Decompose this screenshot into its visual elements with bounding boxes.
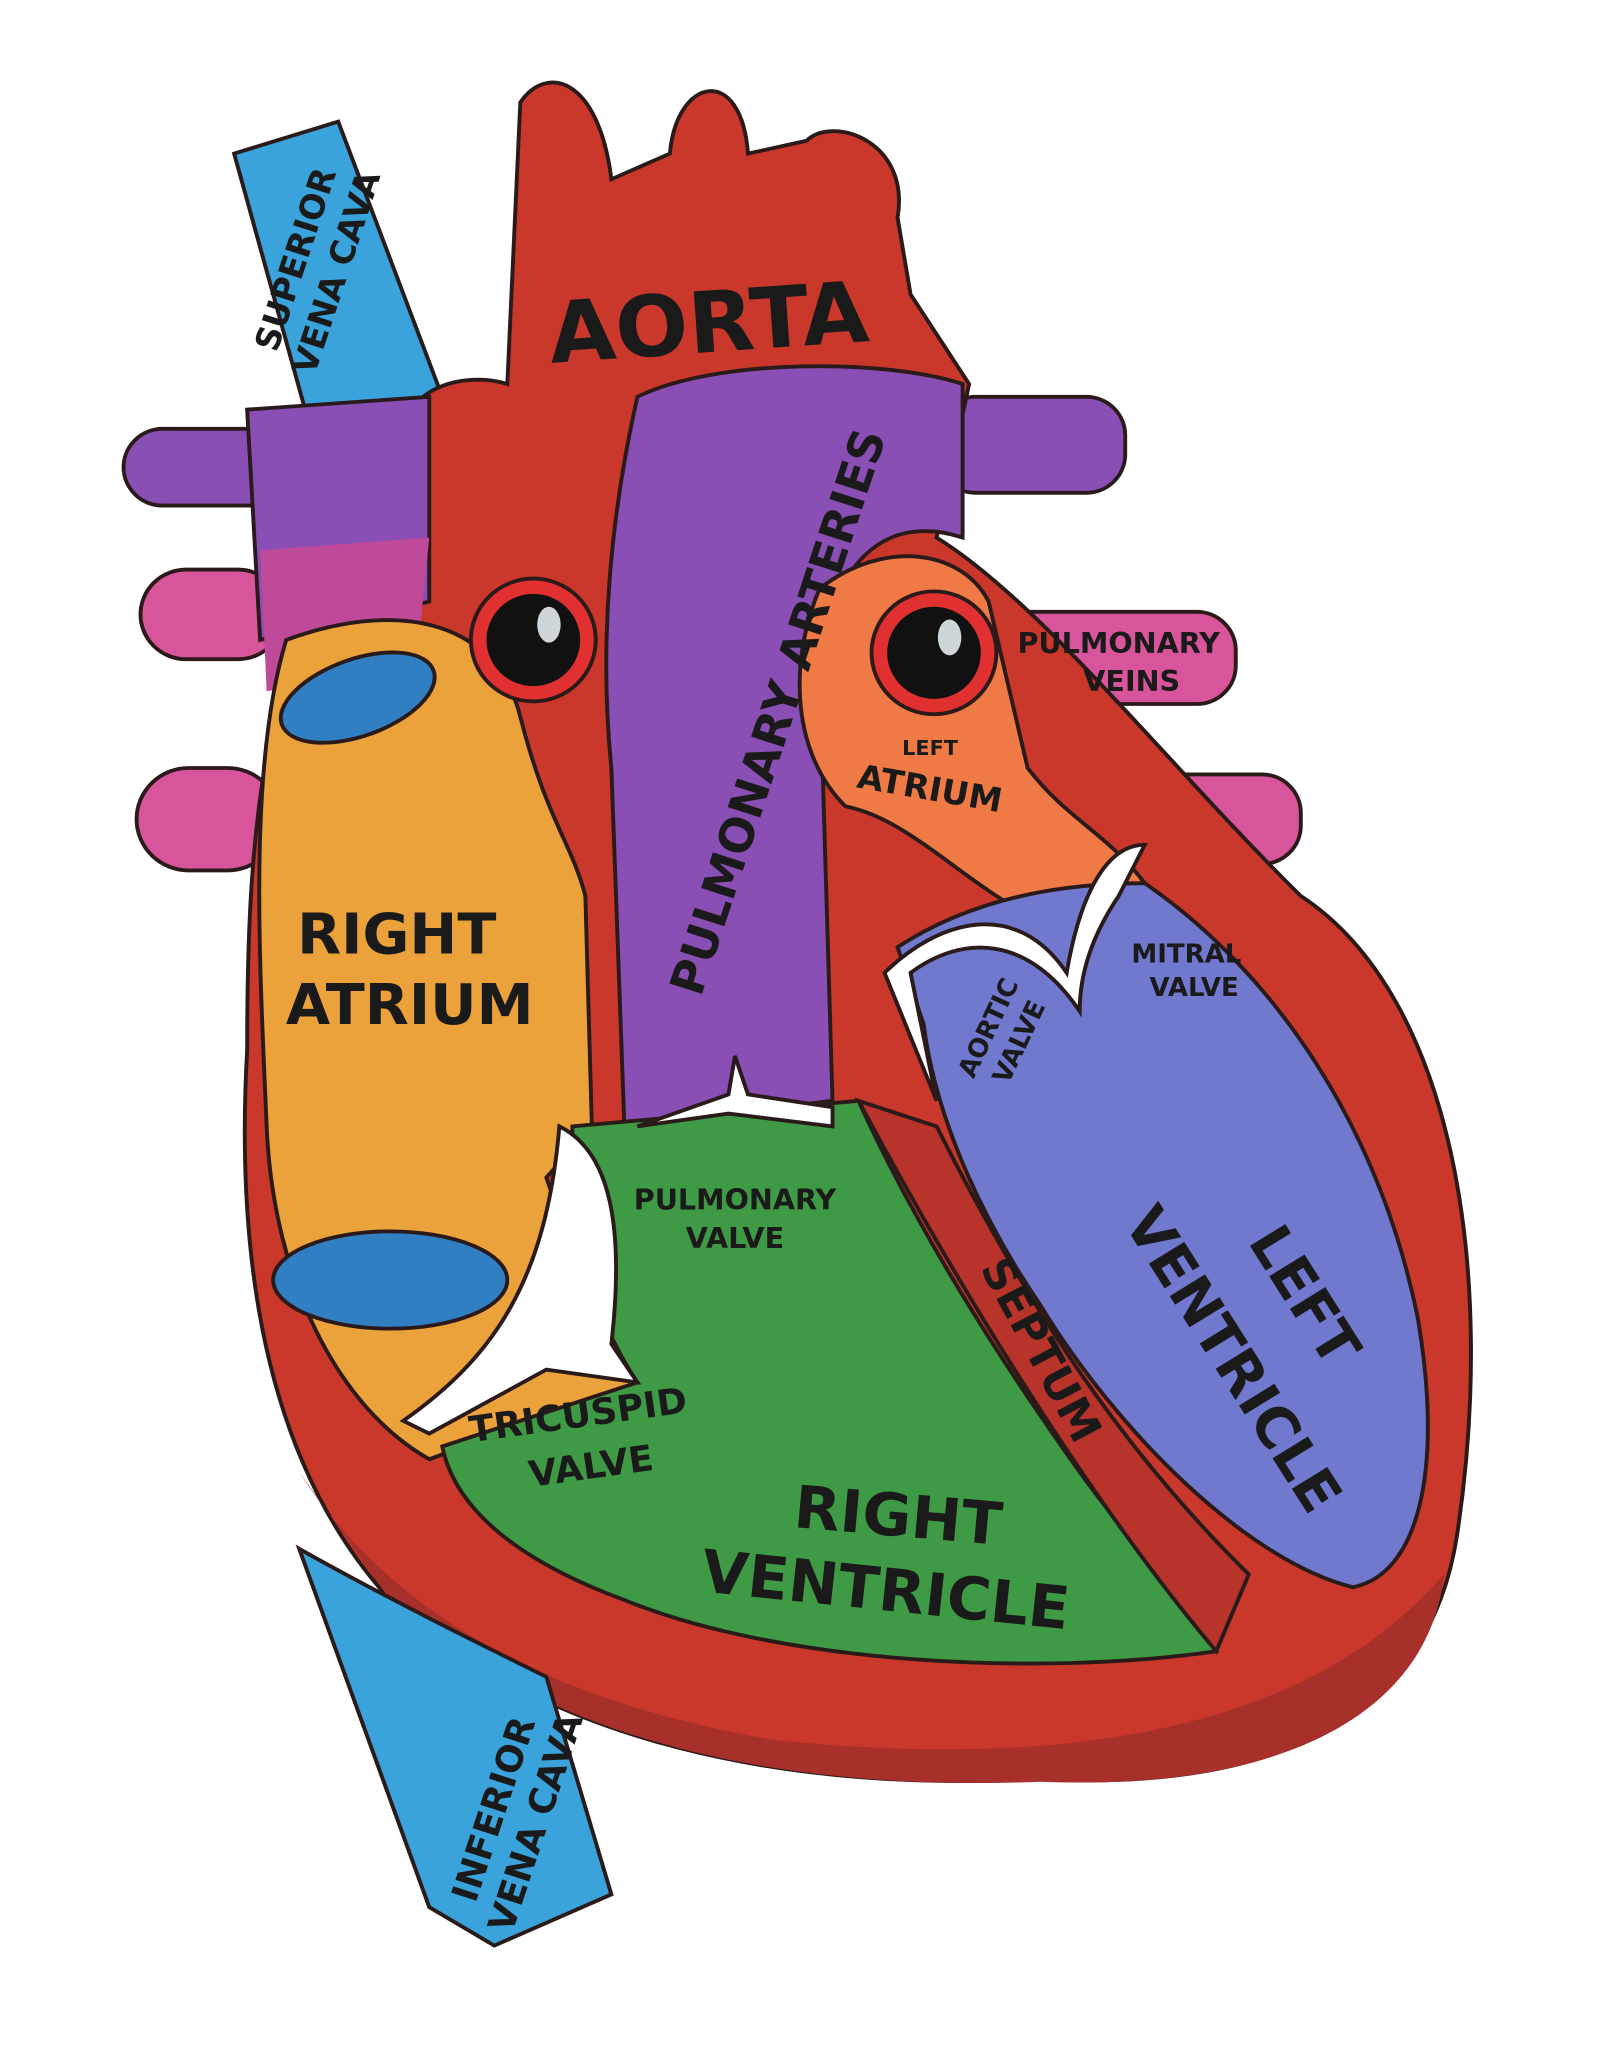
label-pulmonary-valve-2: VALVE (686, 1222, 784, 1255)
right-atrium-opening-bottom (271, 1229, 510, 1331)
left-eye (468, 576, 598, 704)
mitral-aortic-valve-shape (882, 842, 1148, 1102)
lower-dark-band (299, 1472, 1444, 1784)
right-atrium-opening-top (278, 650, 437, 745)
label-left-atrium-1: LEFT (902, 736, 958, 760)
label-pulmonary-veins-2: VEINS (1083, 665, 1180, 698)
label-pulmonary-valve-1: PULMONARY (634, 1184, 837, 1217)
label-right-atrium-2: ATRIUM (286, 972, 534, 1037)
label-mitral-valve-1: MITRAL (1131, 940, 1241, 970)
label-aorta: AORTA (546, 264, 872, 384)
inferior-vena-cava (295, 1544, 614, 1948)
left-ventricle (895, 881, 1430, 1590)
label-right-atrium-1: RIGHT (297, 902, 497, 967)
tricuspid-valve-shape (399, 1123, 642, 1436)
pulmonary-valve-shape (636, 1055, 835, 1129)
septum (854, 1097, 1252, 1655)
right-eye (869, 589, 999, 717)
label-pulmonary-veins-1: PULMONARY (1017, 627, 1220, 660)
label-mitral-valve-2: VALVE (1149, 973, 1238, 1003)
